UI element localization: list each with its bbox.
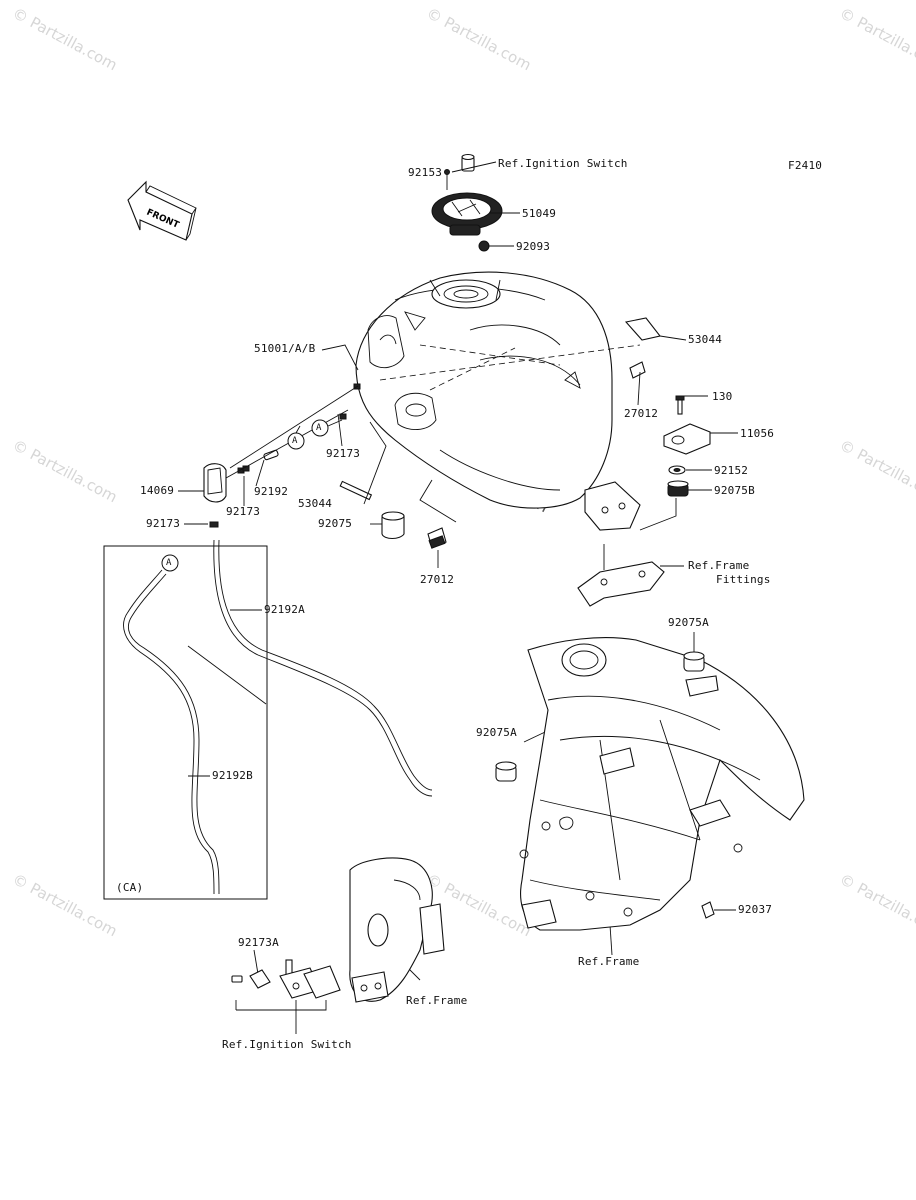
ref-ignition-switch-bottom: Ref.Ignition Switch <box>222 1038 352 1051</box>
part-label-14069: 14069 <box>140 484 175 497</box>
callout-letter-a: A <box>166 558 172 568</box>
frame-fitting-plate <box>577 561 665 607</box>
bolt-92037 <box>701 901 715 919</box>
ref-ignition-switch-top: Ref.Ignition Switch <box>498 157 628 170</box>
part-label-92075A-left: 92075A <box>476 726 517 739</box>
part-label-11056: 11056 <box>740 427 775 440</box>
part-label-53044-left: 53044 <box>298 497 333 510</box>
callout-a-3 <box>161 554 179 572</box>
ignition-switch-parts <box>231 959 341 999</box>
part-label-92037: 92037 <box>738 903 773 916</box>
part-label-92173-lower: 92173 <box>146 517 181 530</box>
part-label-51001: 51001/A/B <box>254 342 316 355</box>
ref-frame-small: Ref.Frame <box>406 994 468 1007</box>
part-label-92192A: 92192A <box>264 603 305 616</box>
part-label-92075B: 92075B <box>714 484 755 497</box>
hose-92192B <box>123 569 215 895</box>
part-label-92153: 92153 <box>408 166 443 179</box>
part-label-92075: 92075 <box>318 517 353 530</box>
damper-92075A-left <box>495 761 517 782</box>
part-label-51049: 51049 <box>522 207 557 220</box>
hose-92192A <box>213 539 433 797</box>
bracket-assembly-right <box>663 395 711 497</box>
part-label-27012-right: 27012 <box>624 407 659 420</box>
part-label-27012-bottom: 27012 <box>420 573 455 586</box>
front-arrow-icon: FRONT <box>127 180 197 241</box>
figure-code: F2410 <box>788 159 823 172</box>
hose-fitting-parts-left <box>203 383 447 549</box>
ref-frame-main: Ref.Frame <box>578 955 640 968</box>
inset-box-ca <box>103 545 268 900</box>
damper-92075A-top <box>683 651 705 672</box>
part-label-92173A: 92173A <box>238 936 279 949</box>
part-label-92093: 92093 <box>516 240 551 253</box>
ref-frame-fittings-line2: Fittings <box>716 573 771 586</box>
part-label-92192B: 92192B <box>212 769 253 782</box>
part-label-53044-right: 53044 <box>688 333 723 346</box>
part-label-92173-middle: 92173 <box>226 505 261 518</box>
ref-frame-fittings-line1: Ref.Frame <box>688 559 750 572</box>
callout-a-1 <box>287 425 305 450</box>
callout-letter-a: A <box>292 436 298 446</box>
part-label-92192: 92192 <box>254 485 289 498</box>
part-label-130: 130 <box>712 390 733 403</box>
fuel-tank <box>355 271 641 531</box>
emblem-53044-right <box>624 317 661 341</box>
motorcycle-frame <box>519 637 805 931</box>
small-frame-bracket <box>349 857 445 1003</box>
part-label-92152: 92152 <box>714 464 749 477</box>
label-27012-right <box>629 361 646 379</box>
inset-label-ca: (CA) <box>116 881 144 894</box>
callout-letter-a: A <box>316 423 322 433</box>
fuel-cap-assembly <box>431 153 503 252</box>
part-label-92173-upper: 92173 <box>326 447 361 460</box>
callout-a-2 <box>311 419 343 437</box>
part-label-92075A-top: 92075A <box>668 616 709 629</box>
